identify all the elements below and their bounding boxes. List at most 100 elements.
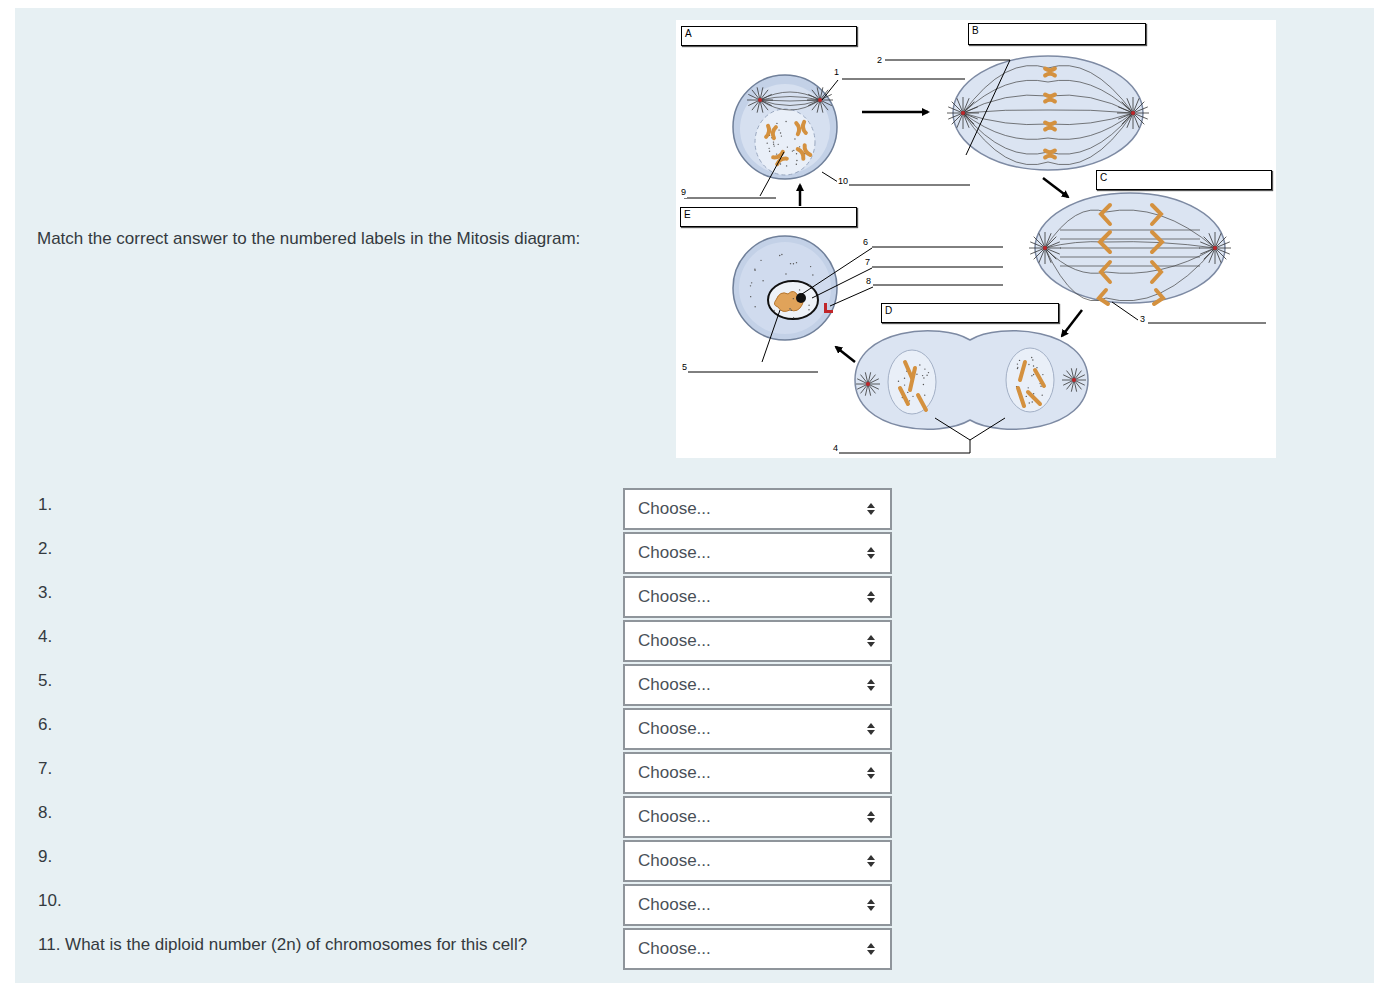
aster-ray (1209, 233, 1215, 248)
aster-ray (963, 97, 964, 113)
dot (922, 375, 923, 376)
dot (904, 384, 905, 385)
dropdown-text: Choose... (638, 807, 711, 827)
dot (916, 374, 917, 375)
dot (793, 298, 794, 299)
aster-ray (1118, 113, 1133, 119)
dot (777, 144, 778, 145)
answer-dropdown: Choose... (623, 840, 892, 882)
dot (791, 310, 792, 311)
aster-ray (1133, 113, 1134, 129)
spindle-fiber (1048, 95, 1133, 113)
dot (793, 150, 794, 151)
dropdown-text: Choose... (638, 543, 711, 563)
aster-ray (1200, 248, 1215, 254)
aster-ray (963, 107, 978, 113)
centriole (866, 382, 870, 386)
dot (799, 146, 800, 147)
dropdown-text: Choose... (638, 763, 711, 783)
dot (793, 263, 794, 264)
dropdown-text: Choose... (638, 587, 711, 607)
interphase-cell (733, 236, 837, 340)
dot (751, 282, 752, 283)
aster-ray (1215, 242, 1230, 248)
dot (926, 375, 927, 376)
callout-number: 5 (681, 361, 688, 373)
stroke (1045, 95, 1055, 97)
aster-ray (1215, 237, 1226, 248)
dropdown-arrows (866, 722, 876, 736)
spindle-fiber (1060, 266, 1200, 267)
aster-ray (952, 113, 963, 124)
arrow-up (867, 899, 875, 904)
spindle-fiber (963, 110, 1048, 113)
dot (923, 377, 924, 378)
centriole (1043, 246, 1047, 250)
dot (923, 384, 924, 385)
chromosome (1045, 151, 1055, 158)
callout-number: 4 (832, 442, 839, 454)
arrow-up (867, 591, 875, 596)
arrow-down (867, 862, 875, 867)
answer-dropdown: Choose... (623, 576, 892, 618)
aster-ray (1133, 113, 1144, 124)
dot (769, 150, 770, 151)
dot (776, 153, 777, 154)
stroke (803, 145, 810, 156)
dropdown-text: Choose... (638, 631, 711, 651)
stroke (1045, 128, 1055, 130)
chromosome (766, 126, 776, 138)
dot (924, 394, 925, 395)
aster-ray (1133, 97, 1134, 113)
spindle-fiber (1048, 110, 1133, 113)
aster-ray (1045, 248, 1056, 259)
dot (907, 392, 908, 393)
dropdown-arrows (866, 854, 876, 868)
dropdown-arrows (866, 766, 876, 780)
chromosome (1045, 95, 1055, 102)
question-item: 10. (38, 891, 62, 911)
dot (808, 305, 809, 306)
dot (786, 165, 787, 166)
aster-ray (1030, 248, 1045, 254)
arrow-up (867, 855, 875, 860)
chromosome (798, 145, 811, 159)
dot (809, 285, 810, 286)
dot (773, 141, 774, 142)
dot (1032, 401, 1033, 402)
arrow-down (867, 642, 875, 647)
telophase-cell (855, 331, 1088, 429)
stroke (766, 126, 770, 137)
dot (1019, 360, 1020, 361)
arrow-up (867, 635, 875, 640)
centriole (1213, 246, 1217, 250)
spindle-fiber (760, 100, 820, 101)
dot (762, 280, 763, 281)
dot (1040, 386, 1041, 387)
stage-letter: C (1100, 172, 1107, 183)
question-item: 11. What is the diploid number (2n) of c… (38, 935, 527, 955)
spindle-fiber (963, 65, 1048, 113)
dot (898, 381, 899, 382)
spindle-fiber (1048, 113, 1133, 154)
stage-label-box: D (881, 303, 1059, 323)
question-item: 4. (38, 627, 52, 647)
aster-ray (1133, 113, 1149, 114)
dot (1028, 364, 1029, 365)
chromosome (796, 122, 805, 134)
question-item: 3. (38, 583, 52, 603)
question-item: 9. (38, 847, 52, 867)
dropdown-arrows (866, 810, 876, 824)
spindle-fibers (747, 65, 1231, 403)
dot (785, 121, 786, 122)
arrow-up (867, 723, 875, 728)
arrow-up (867, 767, 875, 772)
aster-ray (952, 102, 963, 113)
aster-ray (1133, 113, 1139, 128)
dot (1028, 387, 1029, 388)
dot (754, 306, 755, 307)
aster-ray (1117, 113, 1133, 114)
leader-lines (684, 60, 1266, 453)
stroke (796, 123, 800, 134)
arrow-down (867, 906, 875, 911)
